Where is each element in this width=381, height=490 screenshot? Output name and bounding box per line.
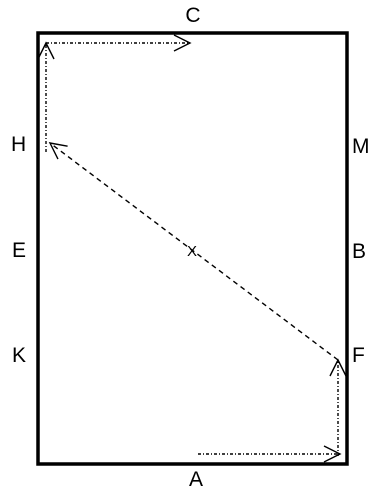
label-e: E (12, 239, 26, 262)
label-b: B (352, 240, 366, 263)
label-m: M (352, 135, 370, 158)
label-a: A (189, 468, 203, 490)
arena-rectangle (36, 31, 349, 466)
path-diagonal-f-to-h (48, 142, 339, 361)
label-x: X (187, 243, 197, 260)
label-k: K (12, 344, 26, 367)
label-c: C (185, 4, 200, 27)
label-h: H (11, 133, 26, 156)
label-f: F (352, 344, 365, 367)
